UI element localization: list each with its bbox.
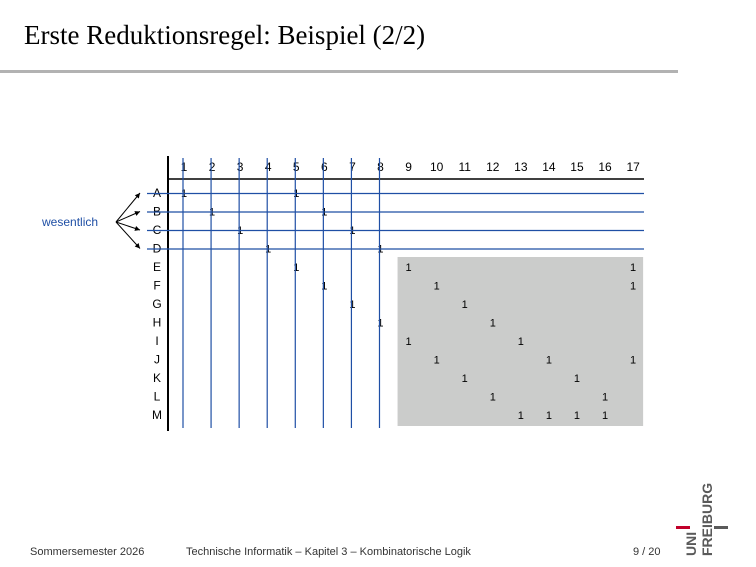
row-header-L: L xyxy=(154,390,161,404)
logo-accent-bar-right xyxy=(714,526,728,529)
essential-arrowhead-B xyxy=(134,211,140,216)
cell-M-13: 1 xyxy=(518,410,524,422)
column-header-1: 1 xyxy=(181,160,188,174)
cell-F-17: 1 xyxy=(630,281,636,293)
cell-J-10: 1 xyxy=(434,355,440,367)
row-header-G: G xyxy=(152,297,161,311)
row-header-K: K xyxy=(153,371,161,385)
cell-H-12: 1 xyxy=(490,318,496,330)
column-header-14: 14 xyxy=(542,160,556,174)
column-header-15: 15 xyxy=(570,160,584,174)
cell-E-5: 1 xyxy=(293,262,299,274)
row-header-I: I xyxy=(155,334,158,348)
column-header-8: 8 xyxy=(377,160,384,174)
column-header-5: 5 xyxy=(293,160,300,174)
column-header-9: 9 xyxy=(405,160,412,174)
cell-I-13: 1 xyxy=(518,336,524,348)
column-header-11: 11 xyxy=(458,160,471,174)
title-divider xyxy=(0,70,678,73)
cell-I-9: 1 xyxy=(405,336,411,348)
column-header-12: 12 xyxy=(486,160,500,174)
column-header-3: 3 xyxy=(237,160,244,174)
row-header-J: J xyxy=(154,353,160,367)
cell-G-7: 1 xyxy=(349,299,355,311)
cell-M-14: 1 xyxy=(546,410,552,422)
cell-K-15: 1 xyxy=(574,373,580,385)
cell-F-6: 1 xyxy=(321,281,327,293)
cell-L-12: 1 xyxy=(490,392,496,404)
essential-label: wesentlich xyxy=(41,215,98,229)
row-header-H: H xyxy=(153,316,162,330)
footer-semester: Sommersemester 2026 xyxy=(30,546,145,558)
uni-freiburg-logo: UNI FREIBURG xyxy=(676,483,728,556)
essential-arrowhead-A xyxy=(134,193,140,199)
cell-E-9: 1 xyxy=(405,262,411,274)
cell-M-16: 1 xyxy=(602,410,608,422)
footer-course: Technische Informatik – Kapitel 3 – Komb… xyxy=(186,546,471,558)
column-header-16: 16 xyxy=(598,160,612,174)
cell-J-14: 1 xyxy=(546,355,552,367)
essential-arrow-A xyxy=(115,192,141,223)
essential-arrowhead-C xyxy=(134,225,140,231)
cell-M-15: 1 xyxy=(574,410,580,422)
column-header-4: 4 xyxy=(265,160,272,174)
row-header-F: F xyxy=(153,279,160,293)
logo-text-freiburg: FREIBURG xyxy=(699,483,715,556)
cell-J-17: 1 xyxy=(630,355,636,367)
cell-K-11: 1 xyxy=(462,373,468,385)
column-header-7: 7 xyxy=(349,160,356,174)
cell-E-17: 1 xyxy=(630,262,636,274)
logo-text-uni: UNI xyxy=(683,532,699,556)
column-header-13: 13 xyxy=(514,160,528,174)
column-header-6: 6 xyxy=(321,160,328,174)
cell-L-16: 1 xyxy=(602,392,608,404)
row-header-E: E xyxy=(153,260,161,274)
cell-F-10: 1 xyxy=(434,281,440,293)
cell-G-11: 1 xyxy=(462,299,468,311)
reduced-block xyxy=(397,257,644,426)
row-header-M: M xyxy=(152,408,162,422)
cell-H-8: 1 xyxy=(377,318,383,330)
column-header-10: 10 xyxy=(430,160,444,174)
footer-page-number: 9 / 20 xyxy=(633,546,661,558)
page-title: Erste Reduktionsregel: Beispiel (2/2) xyxy=(24,20,426,50)
essential-arrow-D xyxy=(115,221,141,249)
essential-arrowhead-D xyxy=(134,243,140,249)
column-header-17: 17 xyxy=(626,160,640,174)
logo-accent-bar xyxy=(676,526,690,529)
column-header-2: 2 xyxy=(209,160,216,174)
